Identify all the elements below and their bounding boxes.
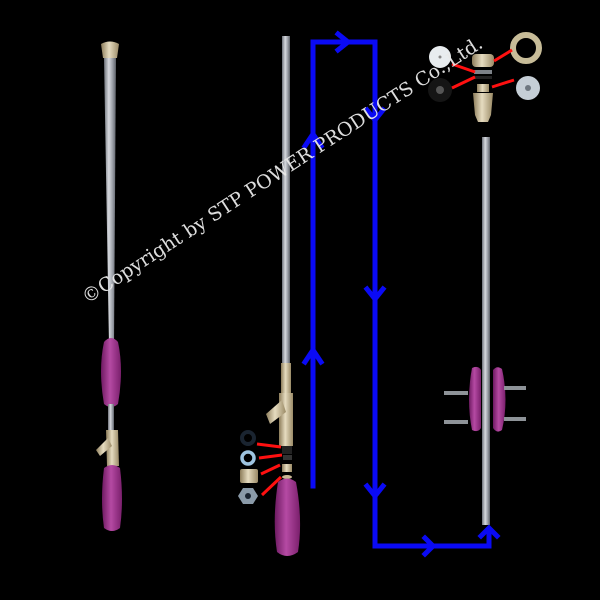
lance-tube: [282, 36, 290, 363]
bushing-icon: [240, 469, 258, 483]
front-grip: [101, 338, 121, 407]
screws: [444, 386, 526, 424]
grip-half-right: [493, 367, 506, 432]
arrow-down-icon: [363, 482, 387, 501]
assembled-lance: [96, 41, 122, 531]
leader-lines: [256, 442, 283, 497]
arrow-up-icon: [301, 345, 325, 366]
brass-inlet: [106, 430, 119, 466]
arrow-right-icon: [421, 534, 437, 558]
right-lance: [444, 137, 526, 525]
arrow-up-icon: [477, 524, 501, 540]
center-lance: [238, 36, 301, 556]
nozzle-cap-icon: [510, 32, 542, 64]
grip-handle: [274, 478, 301, 556]
arrow-down-icon: [363, 106, 387, 125]
arrow-right-icon: [334, 30, 353, 54]
assembly-flow-arrows: [301, 30, 501, 558]
o-ring-icon: [240, 430, 256, 446]
brass-nut-icon: [472, 54, 494, 67]
arrow-up-icon: [301, 129, 325, 150]
lance-tube: [482, 137, 490, 525]
rear-grip: [102, 465, 122, 531]
leader-lines: [451, 48, 515, 90]
arrow-down-icon: [363, 285, 387, 304]
grip-half-left: [469, 366, 481, 432]
lance-tube: [104, 58, 116, 345]
nozzle-body-icon: [473, 93, 493, 122]
nozzle-exploded-parts: [428, 32, 542, 122]
nozzle-tip-icon: [101, 41, 119, 58]
washer-icon: [240, 450, 256, 466]
